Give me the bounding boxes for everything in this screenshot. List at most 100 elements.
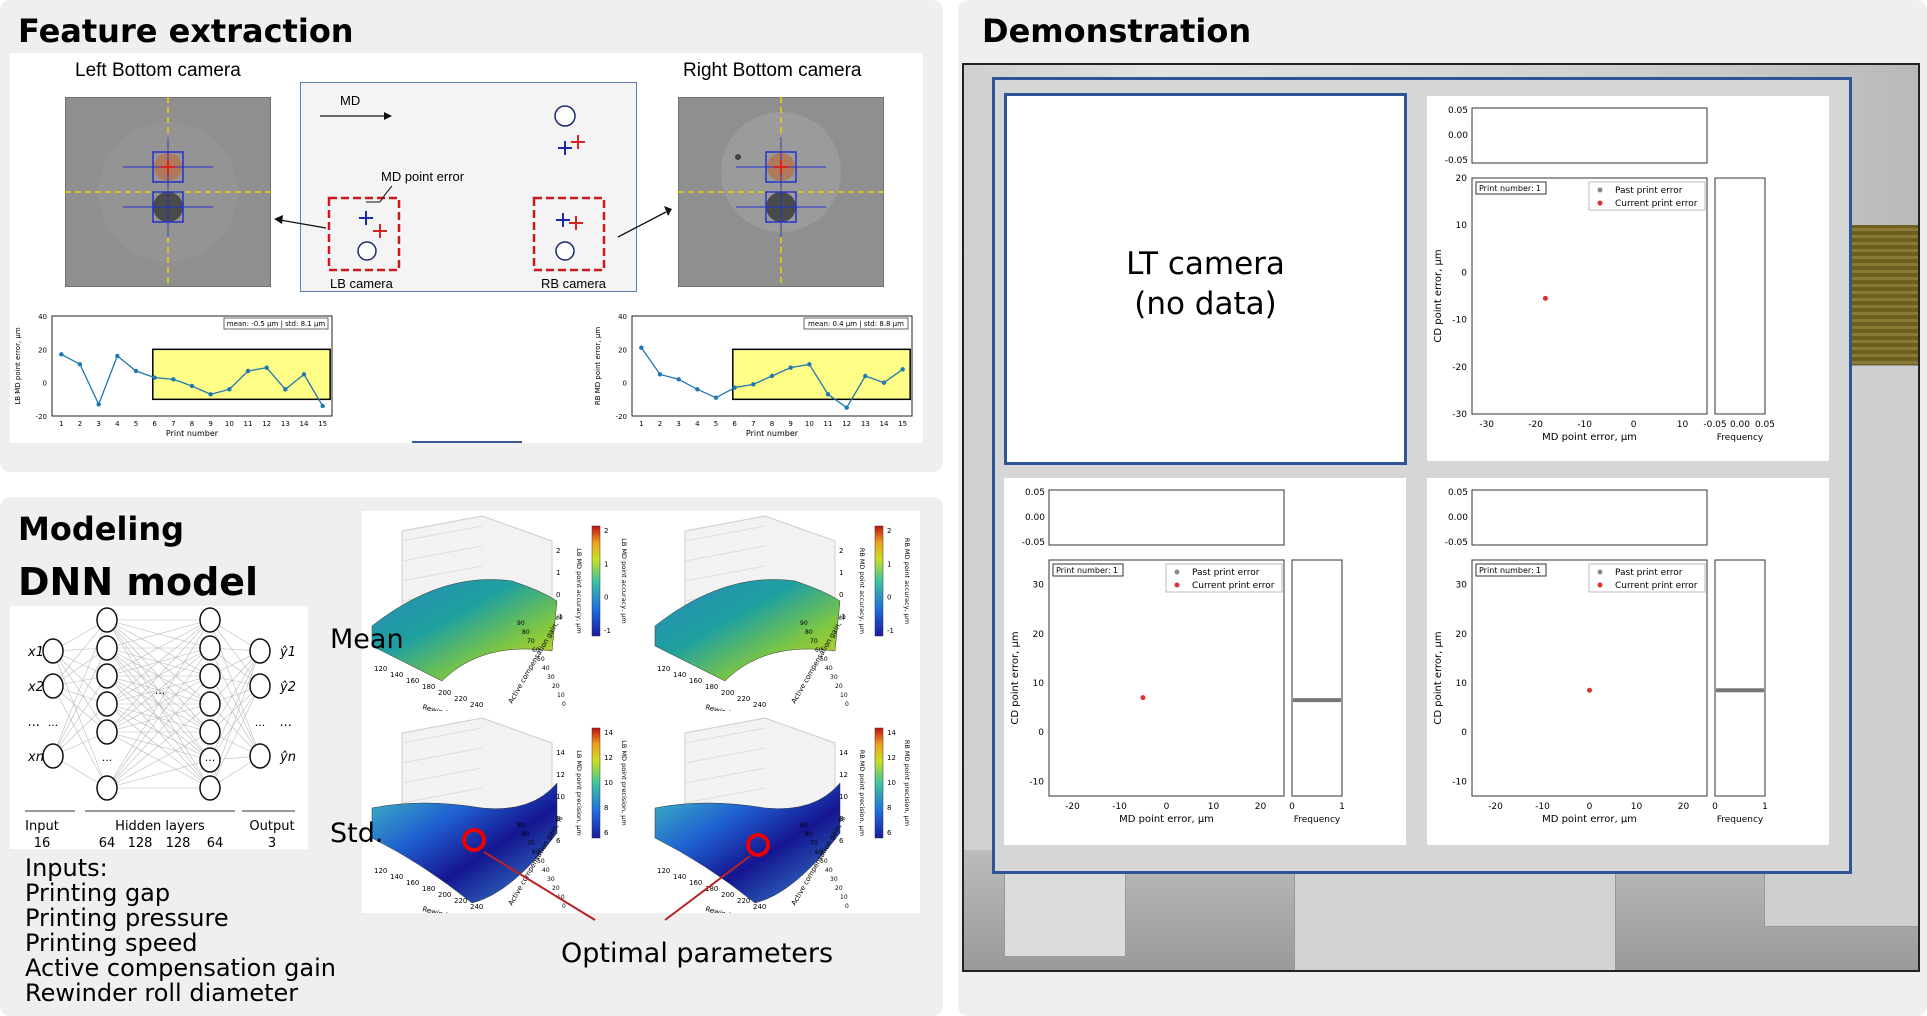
frequency-label: Frequency (1717, 815, 1764, 825)
nn-neuron (42, 743, 64, 769)
top-y-tick: 0.00 (1025, 513, 1045, 523)
colorbar-tick: 10 (604, 779, 613, 787)
nn-connection (52, 685, 108, 789)
colorbar-tick: 12 (604, 754, 613, 762)
x-tick-label: 4 (115, 420, 120, 428)
y-tick-label: -20 (616, 413, 627, 421)
nn-neuron (96, 719, 118, 745)
nn-output-label: ŷ2 (279, 680, 296, 695)
x-tick-label: 3 (676, 420, 680, 428)
y-tick: 70 (810, 840, 818, 847)
x-tick-label: 11 (824, 420, 833, 428)
x-tick-label: 9 (788, 420, 792, 428)
colorbar-label: RB MD point precision, μm (903, 740, 911, 826)
legend-marker-current (1597, 200, 1603, 206)
main-axes-frame (1471, 177, 1708, 415)
input-item: Printing pressure (25, 904, 229, 932)
colorbar (591, 727, 601, 839)
data-point (676, 377, 681, 382)
modeling-title: Modeling (18, 510, 185, 548)
current-error-point (1587, 687, 1592, 693)
z-tick: 2 (556, 547, 560, 555)
colorbar-tick: 8 (604, 804, 608, 812)
frequency-tick: 0.00 (1730, 420, 1750, 430)
z-tick: 8 (556, 815, 560, 823)
nn-hidden-count: 64 (99, 836, 116, 849)
nn-hidden-count: 128 (166, 836, 191, 849)
top-y-tick: 0.05 (1448, 488, 1468, 498)
data-point (171, 377, 176, 382)
x-tick-label: 13 (281, 420, 290, 428)
print-number-value: 1 (1536, 184, 1541, 193)
y-tick-label: 20 (38, 346, 47, 354)
frequency-tick: 0.05 (1755, 420, 1775, 430)
left-camera-label: Left Bottom camera (75, 60, 241, 81)
x-tick: 10 (1677, 420, 1689, 430)
dnn-diagram: ...............x1x2...xnŷ1ŷ2...ŷnInput16… (10, 606, 308, 849)
colorbar-tick: 2 (604, 527, 608, 535)
z-tick: 1 (556, 569, 560, 577)
y-tick: -10 (1029, 777, 1044, 787)
x-tick: 160 (406, 677, 419, 685)
data-point (657, 372, 663, 377)
print-number-box (1475, 563, 1547, 577)
legend-marker-current (1597, 582, 1603, 588)
x-tick-label: 1 (59, 420, 63, 428)
z-tick: 6 (839, 837, 844, 845)
inputs-title: Inputs: (25, 854, 108, 882)
y-tick: 0 (1461, 268, 1467, 278)
frequency-tick: 1 (1762, 802, 1768, 812)
nn-connection (106, 619, 211, 705)
nn-connection (209, 675, 261, 757)
data-point (713, 395, 719, 400)
data-point (59, 352, 64, 357)
y-tick: 60 (532, 647, 540, 654)
data-point (301, 372, 307, 377)
y-tick: 50 (820, 858, 828, 865)
legend-past: Past print error (1615, 186, 1683, 196)
data-point (732, 385, 737, 390)
nn-connection (209, 619, 261, 687)
current-error-point (1542, 295, 1548, 301)
x-tick: -20 (1065, 802, 1080, 812)
z-tick: 10 (556, 793, 565, 801)
data-point (152, 375, 157, 380)
surface-gridline (401, 747, 483, 764)
connector-arrows (274, 206, 672, 238)
nn-connection (106, 619, 211, 677)
nn-connection (209, 685, 261, 761)
x-tick-label: 15 (898, 420, 907, 428)
data-point (695, 387, 700, 392)
nn-connection (52, 685, 108, 733)
nn-connection (52, 647, 108, 757)
x-tick-label: 13 (861, 420, 870, 428)
colorbar-tick: 12 (887, 754, 896, 762)
nn-hidden-count: 128 (128, 836, 153, 849)
z-tick: 0 (556, 591, 560, 599)
data-point (264, 365, 269, 370)
nn-connection (209, 650, 261, 705)
z-axis-label: RB MD point precision, μm (858, 750, 866, 836)
lt-camera-label: LT camera (1126, 246, 1285, 282)
colorbar-tick: 1 (604, 560, 608, 568)
top-y-tick: -0.05 (1445, 538, 1468, 548)
frequency-bar (1293, 698, 1341, 703)
nn-connection (106, 647, 211, 733)
colorbar-tick: 14 (887, 729, 896, 737)
legend-current: Current print error (1615, 581, 1698, 591)
print-number-label: Print number: (1056, 566, 1111, 575)
nn-input-label: ... (28, 715, 40, 730)
dnn-model-title: DNN model (18, 560, 259, 604)
frequency-label: Frequency (1294, 815, 1341, 825)
nn-neuron (96, 663, 118, 689)
x-tick: 180 (422, 885, 435, 893)
surface-gridline (401, 565, 483, 582)
z-tick: 14 (556, 749, 565, 757)
y-tick: 20 (1033, 630, 1045, 640)
nn-neuron (199, 663, 221, 689)
rb-camera-label: RB camera (541, 276, 607, 291)
nn-connection (106, 675, 211, 789)
y-tick: 50 (537, 656, 545, 663)
x-axis-label: Print number (166, 429, 219, 438)
x-tick-label: 10 (805, 420, 814, 428)
